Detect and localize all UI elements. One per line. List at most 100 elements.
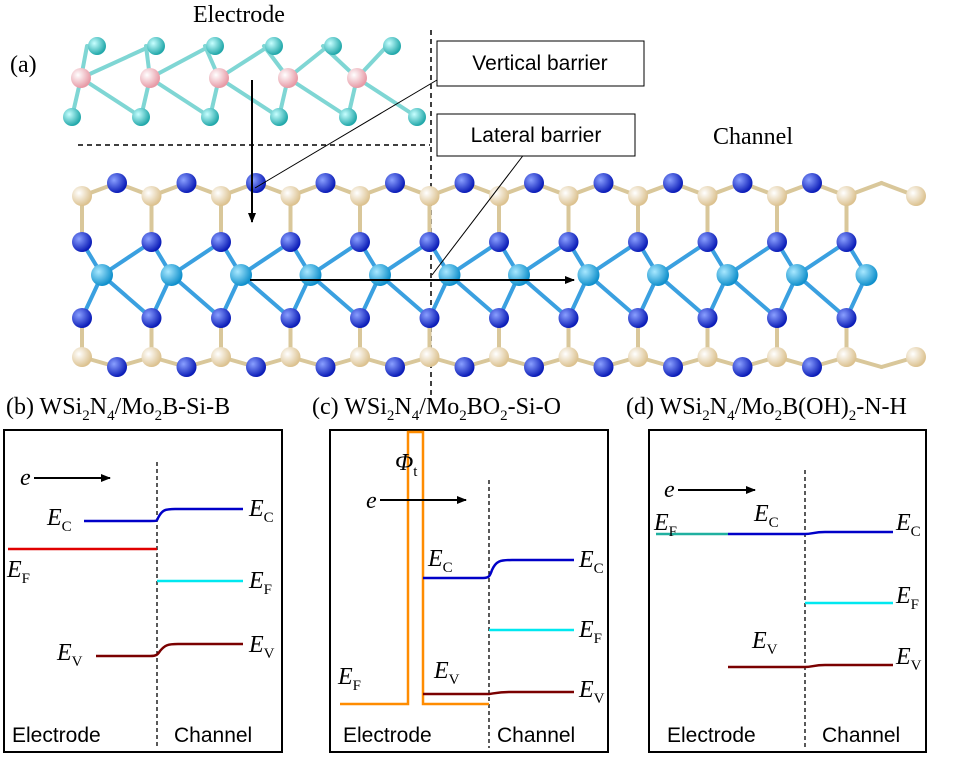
n-atom (663, 173, 683, 193)
electrode-bond (355, 76, 419, 119)
panel-d-frame (648, 429, 927, 753)
panel-b-channel-label: Channel (174, 724, 252, 747)
n-atom (697, 232, 718, 252)
si-atom (628, 347, 648, 367)
n-atom (802, 357, 822, 377)
n-atom (350, 232, 370, 252)
si-atom (836, 347, 857, 367)
n-atom (767, 232, 787, 252)
n-atom (454, 357, 475, 377)
n-atom (524, 357, 544, 377)
electrode-bond (217, 76, 281, 119)
n-atom (593, 357, 614, 377)
panel-c-ec-left: EC (427, 546, 453, 576)
n-atom (280, 308, 301, 328)
electrode-bond (148, 76, 212, 119)
n-atom (246, 357, 266, 377)
panel-d-title: (d) WSi2N4/Mo2B(OH)2-N-H (626, 394, 907, 424)
electrode-bond (79, 76, 143, 119)
si-atom (489, 347, 509, 367)
panel-b-electrode-label: Electrode (12, 724, 101, 747)
b-atom (347, 68, 367, 88)
n-atom (836, 308, 857, 328)
si-atom (836, 186, 857, 206)
panel-b-ec-right: EC (248, 496, 274, 526)
n-atom (72, 232, 92, 252)
mo-atom (339, 108, 357, 126)
electrode-bond (148, 44, 212, 80)
panel-d-electrode-label: Electrode (667, 724, 756, 747)
n-atom (141, 232, 162, 252)
w-atom (230, 264, 252, 286)
n-atom (176, 173, 197, 193)
si-atom (419, 186, 440, 206)
n-atom (419, 232, 440, 252)
panel-c-ec-right: EC (578, 547, 604, 577)
lateral-barrier-pointer (431, 152, 526, 276)
n-atom (211, 308, 231, 328)
panel-c-ec-line (423, 558, 574, 580)
si-atom (211, 186, 231, 206)
panel-b-title: (b) WSi2N4/Mo2B-Si-B (6, 394, 230, 424)
w-atom (438, 264, 461, 286)
panel-c-ef-right: EF (578, 617, 602, 647)
mo-atom (63, 108, 81, 126)
panel-c-electrode-label: Electrode (343, 724, 432, 747)
vertical-barrier-label: Vertical barrier (472, 52, 607, 75)
w-atom (647, 264, 669, 286)
panel-d-ec-left: EC (753, 501, 779, 531)
n-atom (141, 308, 162, 328)
n-atom (454, 173, 475, 193)
n-atom (697, 308, 718, 328)
panel-c-ev-right: EV (578, 677, 605, 707)
panel-d: (d) WSi2N4/Mo2B(OH)2-N-H e EF EC EC EF E… (626, 394, 927, 753)
n-atom (628, 308, 648, 328)
n-atom (732, 173, 753, 193)
panel-b-frame (3, 429, 283, 753)
n-atom (280, 232, 301, 252)
mo-atom (270, 108, 288, 126)
panel-c-ev-left: EV (433, 658, 460, 688)
si-atom (211, 347, 231, 367)
electrode-atomic-structure (63, 37, 426, 126)
panel-b-ec-line (84, 507, 243, 523)
si-atom (72, 347, 92, 367)
electrode-title: Electrode (193, 2, 285, 28)
panel-d-channel-label: Channel (822, 724, 900, 747)
panel-b-ev-line (96, 642, 243, 658)
n-atom (732, 357, 753, 377)
n-atom (385, 357, 405, 377)
w-atom (786, 264, 808, 286)
n-atom (663, 357, 683, 377)
panel-d-ev-left: EV (751, 628, 778, 658)
panel-b-ef-left: EF (6, 557, 30, 587)
b-atom (71, 68, 91, 88)
panel-c-ev-line (423, 690, 574, 696)
panel-d-electron-label: e (664, 477, 675, 503)
si-atom (280, 347, 301, 367)
si-atom (767, 186, 787, 206)
mo-atom (206, 37, 224, 55)
panel-d-ec-line (728, 530, 893, 536)
si-atom (419, 347, 440, 367)
b-atom (278, 68, 298, 88)
n-atom (628, 232, 648, 252)
n-atom (72, 308, 92, 328)
panel-c-frame (329, 429, 609, 753)
panel-c-electron-label: e (366, 488, 377, 514)
w-atom (299, 264, 322, 286)
n-atom (315, 357, 336, 377)
n-atom (593, 173, 614, 193)
lateral-barrier-label: Lateral barrier (471, 124, 602, 147)
mo-atom (265, 37, 283, 55)
vertical-barrier-box (436, 40, 645, 87)
w-atom (577, 264, 600, 286)
electrode-bond (286, 76, 350, 119)
n-atom (315, 173, 336, 193)
panel-b: (b) WSi2N4/Mo2B-Si-B e EC EC EF EF EV EV… (3, 394, 283, 753)
panel-d-ef-left: EF (653, 510, 677, 540)
vertical-barrier-pointer (254, 79, 438, 189)
w-atom (369, 264, 391, 286)
si-atom (489, 186, 509, 206)
